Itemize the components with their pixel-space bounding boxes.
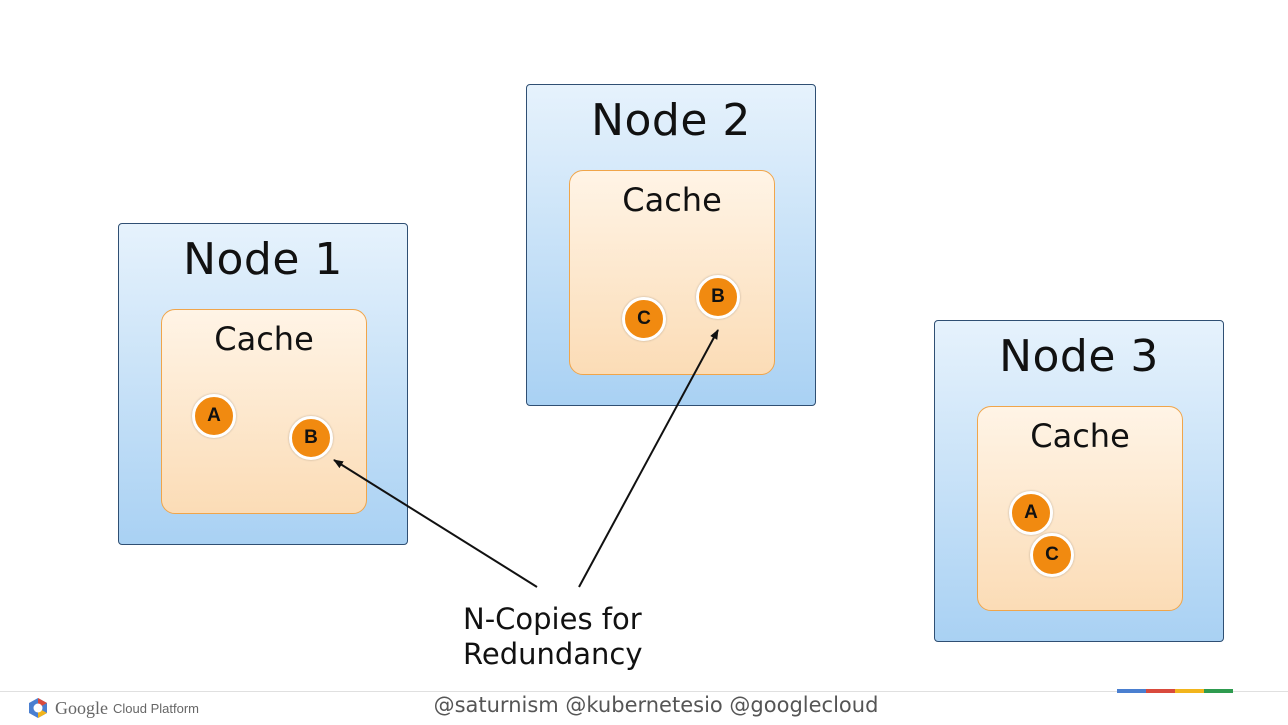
node-1-title: Node 1 [183, 234, 343, 285]
arrow-to-node-1-b [333, 459, 538, 588]
node-2-title: Node 2 [591, 95, 751, 146]
node-1-cache-label: Cache [214, 320, 314, 358]
annotation-line-1: N-Copies for [463, 602, 642, 636]
arrow-to-node-2-b [578, 329, 719, 588]
node-1-cache: Cache A B [161, 309, 367, 514]
node-2-cache-label: Cache [622, 181, 722, 219]
cache-item-c: C [622, 297, 666, 341]
cache-item-a: A [192, 394, 236, 438]
cache-item-c: C [1030, 533, 1074, 577]
color-segment [1117, 689, 1146, 693]
color-segment [1146, 689, 1175, 693]
node-3-title: Node 3 [999, 331, 1159, 382]
brand-google-text: Google [55, 697, 108, 718]
redundancy-annotation: N-Copies for Redundancy [463, 602, 643, 672]
gcp-hexagon-icon [29, 698, 47, 718]
node-2-box: Node 2 Cache C B [526, 84, 816, 406]
color-segment [1175, 689, 1204, 693]
footer-divider [0, 691, 1288, 692]
node-1-box: Node 1 Cache A B [118, 223, 408, 545]
cache-item-a: A [1009, 491, 1053, 535]
cache-item-b: B [696, 275, 740, 319]
brand-color-bar [1117, 689, 1233, 693]
google-cloud-platform-logo: Google Cloud Platform [27, 697, 199, 719]
node-3-cache-label: Cache [1030, 417, 1130, 455]
node-3-box: Node 3 Cache A C [934, 320, 1224, 642]
node-3-cache: Cache A C [977, 406, 1183, 611]
color-segment [1204, 689, 1233, 693]
cache-item-b: B [289, 416, 333, 460]
social-handles: @saturnism @kubernetesio @googlecloud [433, 693, 879, 717]
annotation-line-2: Redundancy [463, 637, 643, 671]
brand-product-text: Cloud Platform [113, 700, 199, 716]
node-2-cache: Cache C B [569, 170, 775, 375]
